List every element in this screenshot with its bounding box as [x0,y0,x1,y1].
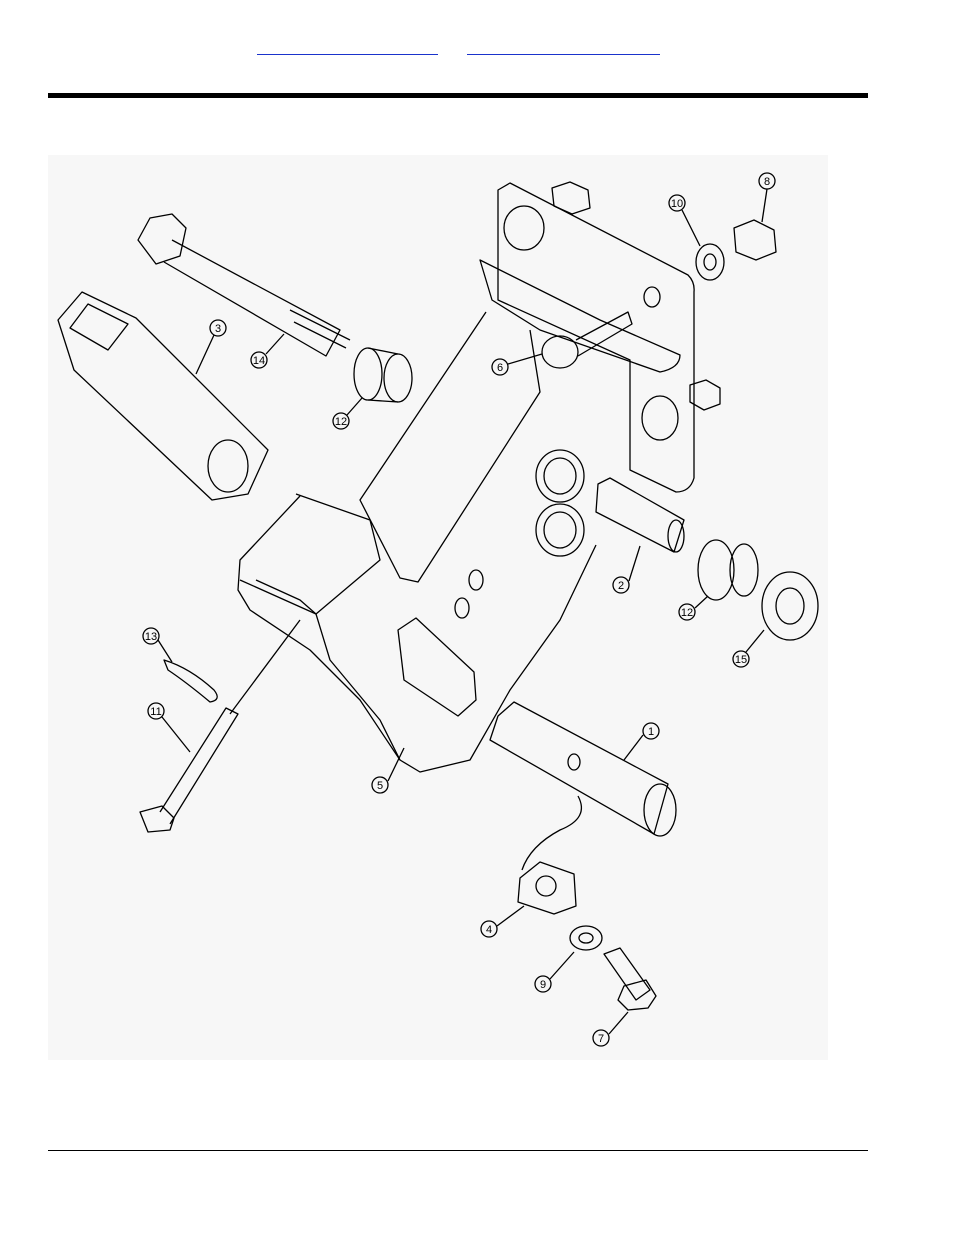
clip [518,862,576,914]
callout-2: 2 [613,546,640,593]
part-callouts: 1 2 3 4 5 6 7 8 9 10 11 12 12 13 14 15 [143,173,775,1046]
svg-text:12: 12 [681,607,693,619]
svg-text:15: 15 [735,654,747,666]
callout-8: 8 [759,173,775,222]
svg-text:4: 4 [486,924,492,936]
callout-9: 9 [535,952,574,992]
washer-and-nut [696,220,776,280]
footer-rule [48,1150,868,1151]
svg-text:1: 1 [648,726,654,738]
callout-11: 11 [148,703,190,752]
callout-1: 1 [624,723,659,760]
svg-text:10: 10 [671,198,683,210]
svg-text:14: 14 [253,355,265,367]
callout-13: 13 [143,628,172,662]
svg-text:5: 5 [377,780,383,792]
callout-14: 14 [251,334,284,368]
callout-3: 3 [196,320,226,374]
hitch-pin [140,620,300,832]
callout-7: 7 [593,1012,628,1046]
callout-12a: 12 [333,398,362,429]
svg-text:8: 8 [764,176,770,188]
bushing-upper [354,348,412,402]
svg-text:13: 13 [145,631,157,643]
plate-nuts [552,182,720,410]
callout-4: 4 [481,906,524,937]
washer-small [570,926,602,950]
cotter-pin [164,660,217,702]
svg-text:9: 9 [540,979,546,991]
callout-12b: 12 [679,596,708,620]
arm-bracket [238,312,596,772]
bushing-pair [536,450,584,556]
square-tube [58,292,268,500]
svg-text:7: 7 [598,1033,604,1045]
bolt-small [604,948,656,1010]
callout-15: 15 [733,630,764,667]
long-bolt [138,214,350,356]
svg-text:11: 11 [150,706,161,718]
svg-text:2: 2 [618,580,624,592]
callout-10: 10 [669,195,700,246]
svg-text:12: 12 [335,416,347,428]
svg-text:6: 6 [497,362,503,374]
svg-text:3: 3 [215,323,221,335]
callout-5: 5 [372,748,404,793]
mounting-plate [480,183,694,492]
bushing-lower-and-nut [698,540,818,640]
